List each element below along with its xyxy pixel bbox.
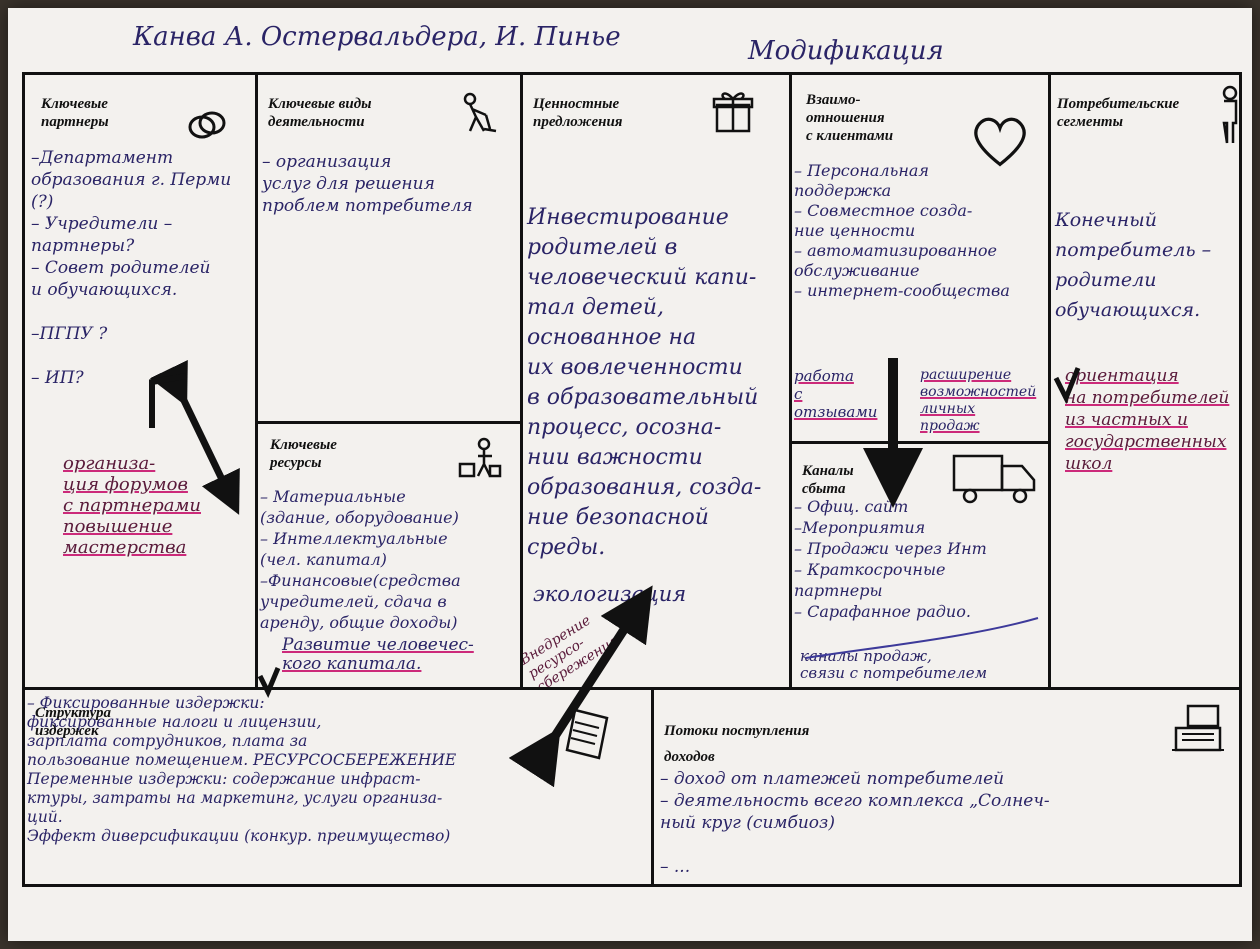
customer-relationships-heading: Взаимо- отношения с клиентами bbox=[806, 92, 894, 144]
relations-expand-note: расширение возможностей личных продаж bbox=[920, 367, 1037, 434]
key-resources-block: Ключевые ресурсы – Материальные (здание,… bbox=[255, 421, 523, 690]
key-resources-highlight: Развитие человечес- кого капитала. bbox=[282, 635, 474, 674]
gift-icon bbox=[712, 92, 754, 133]
key-partners-block: Ключевые партнеры –Департамент образован… bbox=[22, 72, 258, 690]
cash-register-icon bbox=[1172, 704, 1224, 752]
customer-segments-text: Конечный потребитель – родители обучающи… bbox=[1055, 209, 1212, 321]
key-partners-heading: Ключевые партнеры bbox=[41, 96, 109, 130]
key-partners-list: –Департамент образования г. Перми (?) – … bbox=[31, 148, 232, 388]
revenue-streams-block: Потоки поступления доходов – доход от пл… bbox=[651, 687, 1242, 887]
customer-segments-note: ориентация на потребителей из частных и … bbox=[1065, 366, 1230, 474]
revenue-streams-text: – доход от платежей потребителей – деяте… bbox=[660, 769, 1050, 877]
worker-shovel-icon bbox=[463, 92, 497, 133]
person-icon bbox=[1222, 85, 1238, 144]
modification-label: Модификация bbox=[748, 36, 944, 66]
truck-icon bbox=[952, 454, 1036, 504]
rings-icon bbox=[188, 111, 226, 139]
channels-list: – Офиц. сайт –Мероприятия – Продажи чере… bbox=[794, 497, 987, 621]
page-title: Канва А. Остервальдера, И. Пинье bbox=[133, 22, 621, 52]
key-activities-list: – организация услуг для решения проблем … bbox=[262, 152, 473, 216]
channels-heading: Каналы сбыта bbox=[802, 463, 854, 497]
key-activities-block: Ключевые виды деятельности – организация… bbox=[255, 72, 523, 424]
key-resources-heading: Ключевые ресурсы bbox=[270, 437, 337, 471]
revenue-streams-heading: Потоки поступления доходов bbox=[664, 723, 810, 765]
heart-icon bbox=[974, 117, 1026, 167]
cost-structure-heading: Структура издержек bbox=[35, 705, 112, 739]
customer-segments-block: Потребительские сегменты Конечный потреб… bbox=[1048, 72, 1242, 690]
key-activities-heading: Ключевые виды деятельности bbox=[268, 96, 372, 130]
key-resources-list: – Материальные (здание, оборудование) – … bbox=[260, 487, 461, 632]
cost-structure-block: Структура издержек – Фиксированные издер… bbox=[22, 687, 654, 887]
canvas-sheet: Канва А. Остервальдера, И. Пинье Модифик… bbox=[8, 8, 1252, 941]
value-propositions-block: Ценностные предложения Инвестирование ро… bbox=[520, 72, 792, 690]
customer-segments-heading: Потребительские сегменты bbox=[1057, 96, 1180, 130]
value-propositions-text: Инвестирование родителей в человеческий … bbox=[527, 205, 762, 560]
channels-note: каналы продаж, связи с потребителем bbox=[800, 647, 988, 682]
relations-work-note: работа с отзывами bbox=[794, 367, 878, 421]
receipt-icon bbox=[565, 708, 609, 760]
key-partners-note: организа- ция форумов с партнерами повыш… bbox=[63, 453, 201, 558]
customer-relationships-list: – Персональная поддержка – Совместное со… bbox=[794, 161, 1010, 300]
value-propositions-heading: Ценностные предложения bbox=[533, 96, 623, 130]
cost-structure-text: – Фиксированные издержки: фиксированные … bbox=[27, 694, 457, 845]
channels-block: Каналы сбыта – Офиц. сайт –Мероприятия –… bbox=[789, 441, 1051, 690]
boxes-person-icon bbox=[458, 437, 502, 478]
customer-relationships-block: Взаимо- отношения с клиентами – Персонал… bbox=[789, 72, 1051, 444]
